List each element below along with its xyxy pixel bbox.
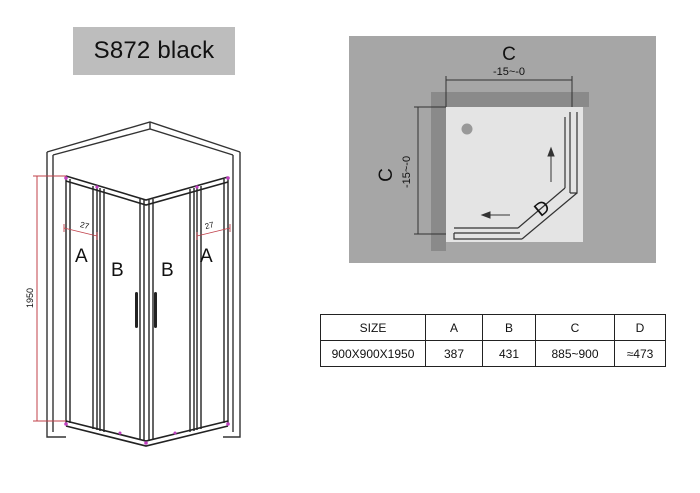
panel-label-right-fixed: A — [200, 246, 213, 267]
wall-frame — [46, 121, 241, 438]
panel-left-door — [99, 188, 145, 441]
slide-arrow-up — [547, 146, 555, 182]
header-d: D — [614, 314, 666, 341]
panel-label-left-door: B — [111, 260, 124, 281]
height-label: 1950 — [25, 288, 35, 308]
cell-d: ≈473 — [614, 340, 666, 367]
panel-right-fixed — [196, 178, 229, 430]
top-dimension-label: C — [502, 44, 516, 65]
left-door-handle — [135, 292, 138, 328]
specs-table: SIZE A B C D 900X900X1950 387 431 885~90… — [320, 314, 666, 367]
front-view: 1950 27 27 A B B A — [25, 121, 241, 447]
cell-size: 900X900X1950 — [320, 340, 426, 367]
bottom-rails — [453, 227, 522, 240]
table-row: 900X900X1950 387 431 885~900 ≈473 — [320, 340, 666, 367]
cell-b: 431 — [482, 340, 536, 367]
slide-arrow-left — [480, 211, 510, 219]
right-door-handle — [154, 292, 157, 328]
side-tolerance-label: -15~-0 — [401, 156, 413, 188]
top-tolerance-label: -15~-0 — [493, 66, 525, 78]
gap-dimension-right — [196, 224, 231, 240]
header-size: SIZE — [320, 314, 426, 341]
product-title-box: S872 black — [73, 27, 235, 75]
panel-left-fixed — [65, 178, 98, 430]
side-dimension-label: C — [376, 168, 397, 182]
wall-left-bar — [431, 92, 446, 251]
gap-left-label: 27 — [79, 220, 90, 231]
top-dimension — [445, 76, 573, 107]
product-title: S872 black — [93, 37, 215, 64]
side-dimension — [414, 106, 446, 235]
corner-markers — [64, 176, 230, 445]
header-c: C — [535, 314, 615, 341]
header-a: A — [425, 314, 483, 341]
gap-right-label: 27 — [204, 220, 215, 231]
header-b: B — [482, 314, 536, 341]
table-header-row: SIZE A B C D — [320, 314, 666, 341]
diagonal-door — [517, 187, 578, 240]
plan-view: C -15~-0 C -15~-0 D — [349, 36, 656, 263]
gap-dimension-left — [63, 224, 98, 240]
drain-icon — [461, 123, 473, 135]
panel-right-door — [148, 188, 195, 441]
panel-label-right-door: B — [161, 260, 174, 281]
cell-c: 885~900 — [535, 340, 615, 367]
panel-label-left-fixed: A — [75, 246, 88, 267]
wall-top-bar — [431, 92, 589, 107]
height-dimension — [33, 175, 66, 422]
top-rail — [65, 175, 229, 206]
cell-a: 387 — [425, 340, 483, 367]
